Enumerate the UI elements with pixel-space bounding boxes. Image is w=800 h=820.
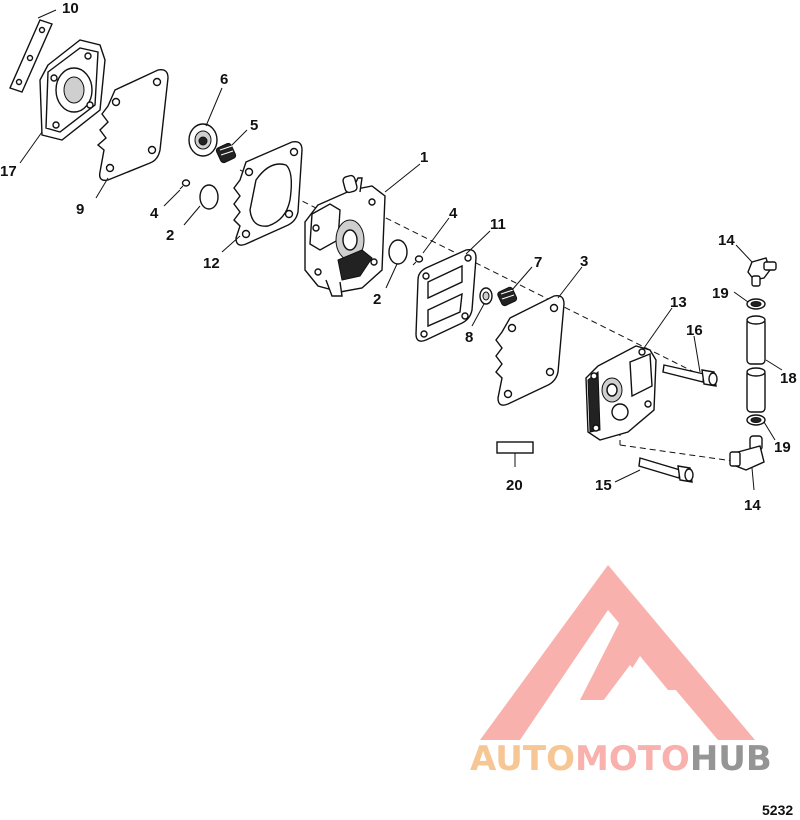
callout-10: 10 bbox=[62, 0, 79, 17]
part-1-pump-body bbox=[304, 174, 386, 297]
callout-16: 16 bbox=[686, 322, 703, 339]
part-2-disc-right bbox=[388, 239, 408, 265]
callout-20: 20 bbox=[506, 477, 523, 494]
callout-4-right: 4 bbox=[449, 205, 458, 222]
part-14-elbow-top bbox=[747, 257, 777, 287]
part-15-bolt bbox=[638, 457, 694, 483]
callout-labels: 10 17 6 5 9 4 2 12 1 4 11 7 3 2 8 13 16 … bbox=[0, 0, 797, 514]
part-10-gasket-strip bbox=[9, 19, 53, 93]
callout-9: 9 bbox=[76, 201, 84, 218]
automotohub-logo: AUTOMOTOHUB bbox=[470, 565, 772, 779]
part-19-clamp-top bbox=[746, 298, 766, 310]
logo-text-moto: MOTO bbox=[575, 739, 690, 779]
part-7-spring bbox=[497, 286, 518, 307]
svg-text:AUTOMOTOHUB: AUTOMOTOHUB bbox=[470, 739, 772, 779]
part-14-elbow-bottom bbox=[729, 435, 765, 471]
callout-15: 15 bbox=[595, 477, 612, 494]
leader-lines bbox=[19, 9, 783, 491]
part-6-valve-disc bbox=[188, 123, 218, 157]
logo-triangle-outer bbox=[480, 565, 755, 740]
part-9-diaphragm bbox=[96, 68, 169, 182]
part-4-screw-right bbox=[412, 255, 424, 266]
callout-5: 5 bbox=[250, 117, 258, 134]
part-2-disc-left bbox=[199, 184, 219, 210]
part-4-screw-left bbox=[179, 179, 191, 190]
callout-13: 13 bbox=[670, 294, 687, 311]
callout-3: 3 bbox=[580, 253, 588, 270]
callout-18: 18 bbox=[780, 370, 797, 387]
logo-triangle-inner bbox=[580, 598, 705, 700]
callout-17: 17 bbox=[0, 163, 17, 180]
part-5-spring bbox=[215, 142, 237, 164]
callout-4-left: 4 bbox=[150, 205, 159, 222]
callout-1: 1 bbox=[420, 149, 428, 166]
part-8-washer bbox=[479, 287, 493, 305]
part-11-gasket bbox=[415, 248, 477, 342]
part-17-cover bbox=[39, 39, 106, 141]
callout-8: 8 bbox=[465, 329, 473, 346]
part-3-diaphragm bbox=[495, 294, 565, 406]
callout-14-top: 14 bbox=[718, 232, 735, 249]
callout-19-bottom: 19 bbox=[774, 439, 791, 456]
part-13-end-cover bbox=[585, 345, 657, 441]
part-18-hose bbox=[746, 315, 766, 413]
part-20-decal bbox=[496, 441, 534, 467]
callout-2-right: 2 bbox=[373, 291, 381, 308]
logo-text-auto: AUTO bbox=[470, 739, 575, 779]
callout-19-top: 19 bbox=[712, 285, 729, 302]
callout-14-bottom: 14 bbox=[744, 497, 761, 514]
callout-7: 7 bbox=[534, 254, 542, 271]
callout-2-left: 2 bbox=[166, 227, 174, 244]
part-16-bolt bbox=[662, 364, 718, 387]
figure-number: 5232 bbox=[762, 802, 793, 818]
part-12-gasket bbox=[233, 140, 303, 246]
callout-6: 6 bbox=[220, 71, 228, 88]
callout-12: 12 bbox=[203, 255, 220, 272]
part-19-clamp-bottom bbox=[746, 414, 766, 426]
callout-11: 11 bbox=[490, 216, 506, 233]
logo-text-hub: HUB bbox=[690, 739, 772, 779]
logo-triangle-core bbox=[600, 665, 660, 705]
